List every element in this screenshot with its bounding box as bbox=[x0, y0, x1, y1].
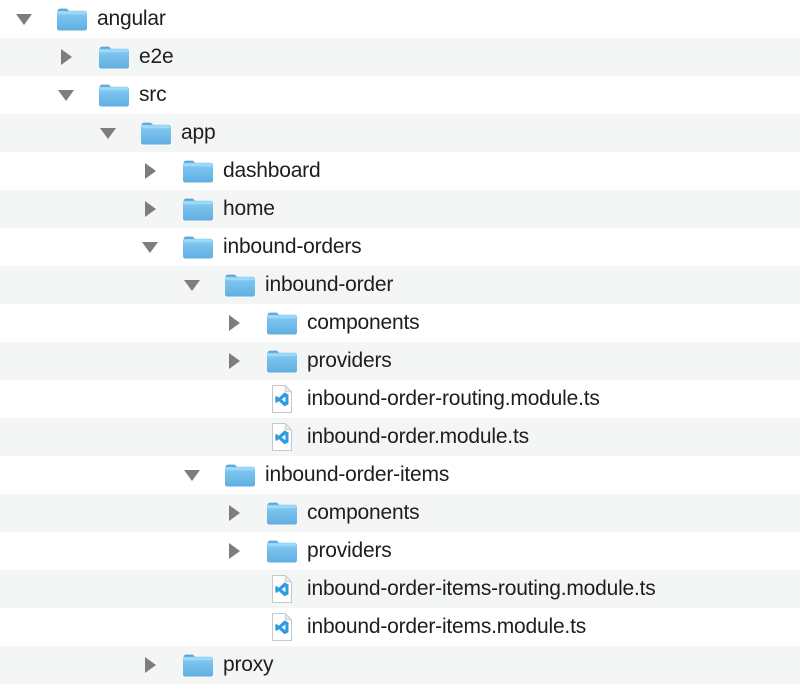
folder-name: inbound-order bbox=[265, 273, 394, 296]
tree-row[interactable]: dashboard bbox=[0, 152, 800, 190]
tree-row[interactable]: inbound-order bbox=[0, 266, 800, 304]
disclosure-down-icon[interactable] bbox=[180, 469, 204, 481]
folder-name: app bbox=[181, 121, 216, 144]
folder-name: src bbox=[139, 83, 167, 106]
folder-name: proxy bbox=[223, 653, 274, 676]
folder-icon bbox=[182, 196, 214, 222]
disclosure-right-icon[interactable] bbox=[222, 353, 246, 369]
folder-icon bbox=[56, 6, 88, 32]
folder-name: angular bbox=[97, 7, 166, 30]
file-name: inbound-order.module.ts bbox=[307, 425, 529, 448]
folder-icon bbox=[182, 234, 214, 260]
triangle-glyph bbox=[58, 89, 74, 101]
tree-row[interactable]: inbound-order-items bbox=[0, 456, 800, 494]
folder-icon bbox=[140, 120, 172, 146]
tree-row[interactable]: app bbox=[0, 114, 800, 152]
disclosure-right-icon[interactable] bbox=[222, 505, 246, 521]
tree-row[interactable]: components bbox=[0, 494, 800, 532]
disclosure-right-icon[interactable] bbox=[54, 49, 78, 65]
triangle-glyph bbox=[228, 505, 240, 521]
triangle-glyph bbox=[16, 13, 32, 25]
disclosure-right-icon[interactable] bbox=[222, 543, 246, 559]
vscode-ts-file-icon bbox=[266, 384, 298, 414]
disclosure-right-icon[interactable] bbox=[222, 315, 246, 331]
folder-name: providers bbox=[307, 539, 392, 562]
triangle-glyph bbox=[228, 543, 240, 559]
folder-icon bbox=[182, 158, 214, 184]
tree-row[interactable]: components bbox=[0, 304, 800, 342]
tree-row[interactable]: proxy bbox=[0, 646, 800, 684]
disclosure-down-icon[interactable] bbox=[138, 241, 162, 253]
file-name: inbound-order-items-routing.module.ts bbox=[307, 577, 656, 600]
tree-row[interactable]: providers bbox=[0, 532, 800, 570]
file-name: inbound-order-items.module.ts bbox=[307, 615, 587, 638]
tree-row[interactable]: inbound-order-items-routing.module.ts bbox=[0, 570, 800, 608]
folder-name: dashboard bbox=[223, 159, 321, 182]
tree-row[interactable]: src bbox=[0, 76, 800, 114]
triangle-glyph bbox=[228, 315, 240, 331]
triangle-glyph bbox=[142, 241, 158, 253]
folder-icon bbox=[224, 462, 256, 488]
folder-icon bbox=[182, 652, 214, 678]
folder-name: inbound-order-items bbox=[265, 463, 450, 486]
folder-name: components bbox=[307, 501, 420, 524]
disclosure-right-icon[interactable] bbox=[138, 657, 162, 673]
tree-row[interactable]: angular bbox=[0, 0, 800, 38]
tree-row[interactable]: e2e bbox=[0, 38, 800, 76]
folder-icon bbox=[224, 272, 256, 298]
disclosure-down-icon[interactable] bbox=[54, 89, 78, 101]
disclosure-right-icon[interactable] bbox=[138, 163, 162, 179]
disclosure-down-icon[interactable] bbox=[180, 279, 204, 291]
disclosure-down-icon[interactable] bbox=[96, 127, 120, 139]
disclosure-right-icon[interactable] bbox=[138, 201, 162, 217]
tree-row[interactable]: inbound-order-items.module.ts bbox=[0, 608, 800, 646]
triangle-glyph bbox=[184, 469, 200, 481]
triangle-glyph bbox=[144, 657, 156, 673]
folder-name: home bbox=[223, 197, 275, 220]
triangle-glyph bbox=[184, 279, 200, 291]
folder-name: inbound-orders bbox=[223, 235, 362, 258]
tree-row[interactable]: inbound-order-routing.module.ts bbox=[0, 380, 800, 418]
folder-name: providers bbox=[307, 349, 392, 372]
file-name: inbound-order-routing.module.ts bbox=[307, 387, 600, 410]
tree-row[interactable]: providers bbox=[0, 342, 800, 380]
triangle-glyph bbox=[100, 127, 116, 139]
tree-row[interactable]: inbound-order.module.ts bbox=[0, 418, 800, 456]
tree-row[interactable]: inbound-orders bbox=[0, 228, 800, 266]
triangle-glyph bbox=[60, 49, 72, 65]
vscode-ts-file-icon bbox=[266, 612, 298, 642]
folder-icon bbox=[266, 538, 298, 564]
folder-icon bbox=[98, 44, 130, 70]
folder-icon bbox=[266, 310, 298, 336]
folder-name: components bbox=[307, 311, 420, 334]
vscode-ts-file-icon bbox=[266, 574, 298, 604]
folder-icon bbox=[266, 348, 298, 374]
vscode-ts-file-icon bbox=[266, 422, 298, 452]
folder-name: e2e bbox=[139, 45, 174, 68]
tree-row[interactable]: home bbox=[0, 190, 800, 228]
folder-icon bbox=[266, 500, 298, 526]
triangle-glyph bbox=[144, 163, 156, 179]
folder-icon bbox=[98, 82, 130, 108]
triangle-glyph bbox=[228, 353, 240, 369]
triangle-glyph bbox=[144, 201, 156, 217]
disclosure-down-icon[interactable] bbox=[12, 13, 36, 25]
